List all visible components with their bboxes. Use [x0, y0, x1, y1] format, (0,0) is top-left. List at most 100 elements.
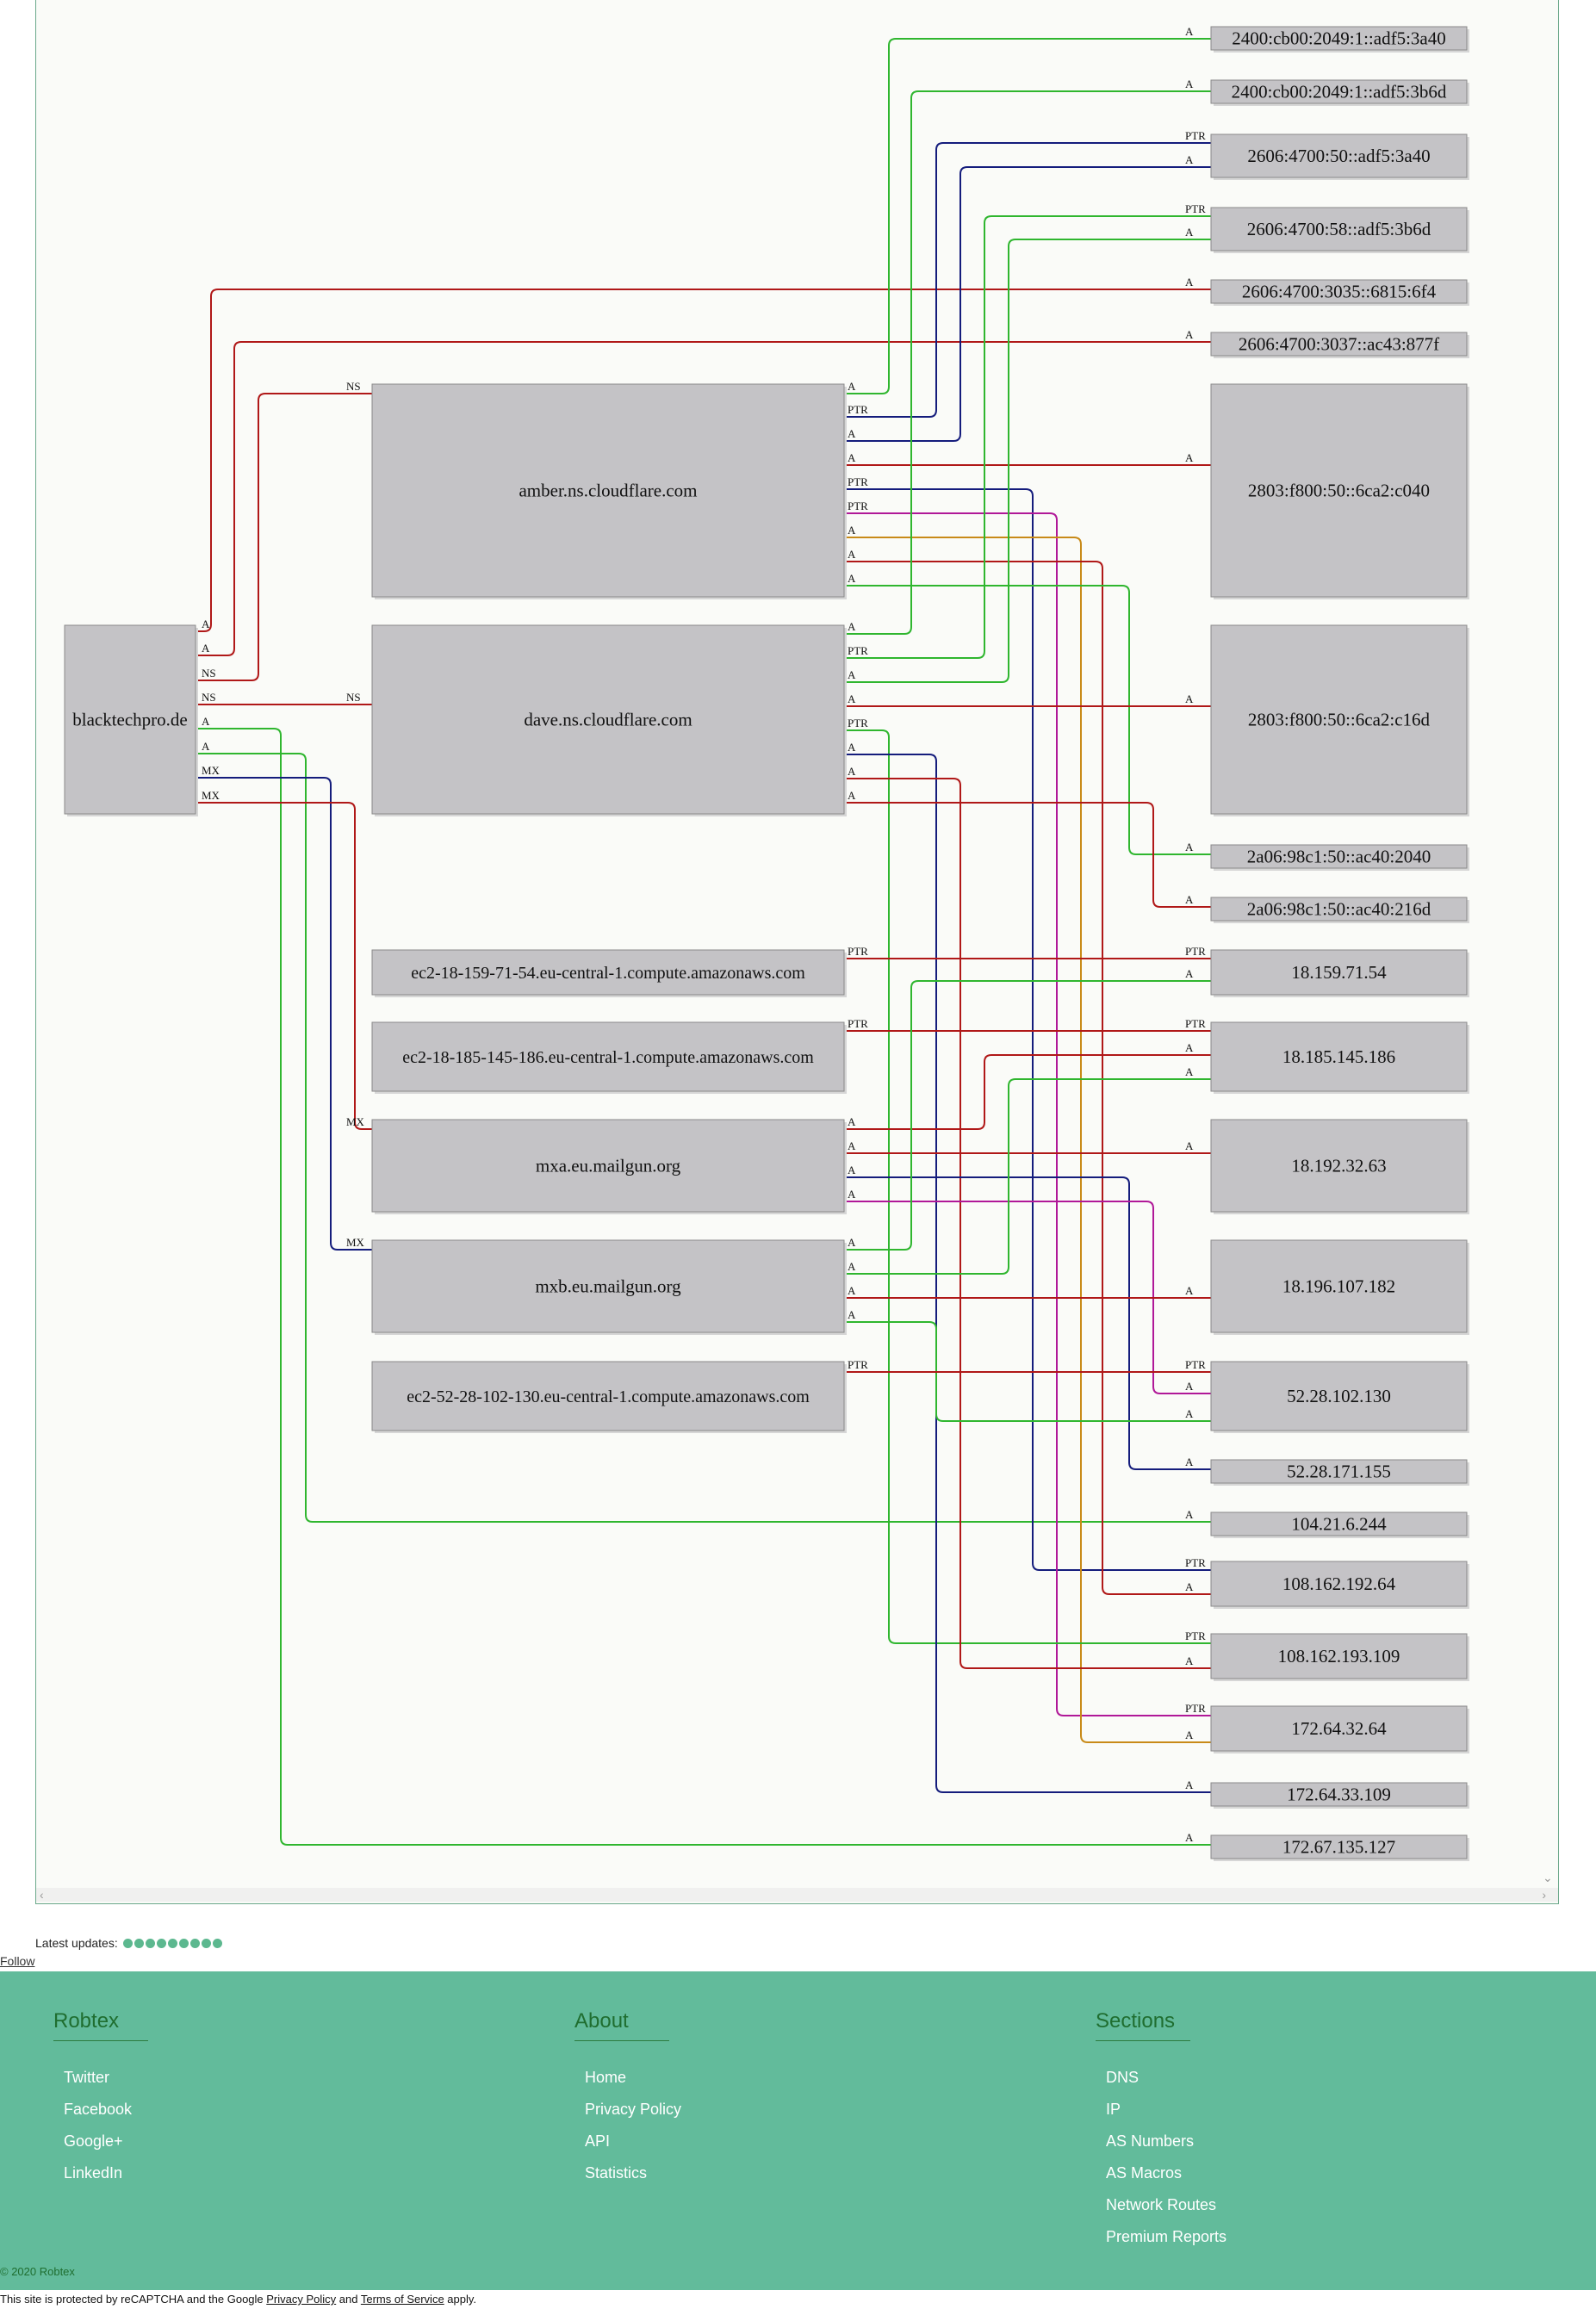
node-ip17[interactable]: 104.21.6.244: [1210, 1511, 1469, 1538]
footer: Robtex Twitter Facebook Google+ LinkedIn…: [0, 1971, 1596, 2290]
footer-col-about: About Home Privacy Policy API Statistics: [574, 2009, 681, 2189]
update-dot[interactable]: [189, 1938, 200, 1948]
recaptcha-notice: This site is protected by reCAPTCHA and …: [0, 2293, 476, 2306]
edge-type-label: A: [848, 741, 856, 754]
node-label: ec2-52-28-102-130.eu-central-1.compute.a…: [407, 1387, 810, 1406]
edge-type-label: A: [848, 1284, 856, 1297]
footer-link-as-macros[interactable]: AS Macros: [1106, 2164, 1183, 2182]
edge-type-label: A: [1185, 1065, 1194, 1078]
footer-link-premium-reports[interactable]: Premium Reports: [1106, 2228, 1227, 2245]
update-dot[interactable]: [122, 1938, 133, 1948]
node-ip16[interactable]: 52.28.171.155: [1210, 1459, 1469, 1486]
node-ip3[interactable]: 2606:4700:50::adf5:3a40: [1210, 133, 1469, 180]
footer-link-twitter[interactable]: Twitter: [64, 2069, 110, 2086]
footer-link-privacy[interactable]: Privacy Policy: [585, 2101, 682, 2118]
node-blacktechpro[interactable]: blacktechpro.de: [64, 624, 198, 816]
edge-type-label: A: [848, 1308, 856, 1321]
recaptcha-suffix: apply.: [444, 2293, 477, 2306]
latest-updates: Latest updates:: [35, 1936, 222, 1950]
edge-type-label: A: [848, 1164, 856, 1176]
update-dot[interactable]: [134, 1938, 144, 1948]
node-ip12[interactable]: 18.185.145.186: [1210, 1021, 1469, 1094]
footer-link-statistics[interactable]: Statistics: [585, 2164, 648, 2182]
scroll-right-icon[interactable]: ›: [1542, 1888, 1546, 1902]
footer-link-googleplus[interactable]: Google+: [64, 2132, 123, 2150]
edge-type-label: A: [1185, 1831, 1194, 1844]
edge-dave-ip19-a: [844, 778, 1211, 1669]
edge-type-label: MX: [346, 1115, 365, 1128]
node-ip8[interactable]: 2803:f800:50::6ca2:c16d: [1210, 624, 1469, 816]
node-amber[interactable]: amber.ns.cloudflare.com: [371, 383, 847, 599]
footer-link-ip[interactable]: IP: [1106, 2101, 1121, 2118]
footer-title: About: [574, 2009, 669, 2041]
terms-link[interactable]: Terms of Service: [360, 2293, 444, 2306]
node-ip4[interactable]: 2606:4700:58::adf5:3b6d: [1210, 207, 1469, 253]
update-dot[interactable]: [167, 1938, 177, 1948]
update-dot[interactable]: [178, 1938, 189, 1948]
footer-link-as-numbers[interactable]: AS Numbers: [1106, 2132, 1195, 2150]
node-ip5[interactable]: 2606:4700:3035::6815:6f4: [1210, 279, 1469, 306]
footer-link-linkedin[interactable]: LinkedIn: [64, 2164, 123, 2182]
edge-type-label: A: [1185, 1729, 1194, 1741]
node-ip18[interactable]: 108.162.192.64: [1210, 1561, 1469, 1609]
horizontal-scrollbar[interactable]: ‹ ›: [36, 1888, 1558, 1902]
footer-link-dns[interactable]: DNS: [1106, 2069, 1140, 2086]
edge-type-label: A: [1185, 1284, 1194, 1297]
node-mxb[interactable]: mxb.eu.mailgun.org: [371, 1239, 847, 1335]
follow-link[interactable]: Follow: [0, 1954, 35, 1968]
edge-type-label: PTR: [848, 500, 868, 512]
footer-link-home[interactable]: Home: [585, 2069, 627, 2086]
node-ip11[interactable]: 18.159.71.54: [1210, 949, 1469, 997]
footer-link-network-routes[interactable]: Network Routes: [1106, 2196, 1217, 2213]
node-ip22[interactable]: 172.67.135.127: [1210, 1834, 1469, 1861]
node-ip20[interactable]: 172.64.32.64: [1210, 1705, 1469, 1753]
node-label: mxa.eu.mailgun.org: [536, 1156, 681, 1176]
node-ip6[interactable]: 2606:4700:3037::ac43:877f: [1210, 332, 1469, 358]
node-label: 18.185.145.186: [1282, 1046, 1395, 1067]
node-ec2a[interactable]: ec2-18-159-71-54.eu-central-1.compute.am…: [371, 949, 847, 997]
node-ip7[interactable]: 2803:f800:50::6ca2:c040: [1210, 383, 1469, 599]
update-dots[interactable]: [122, 1938, 222, 1948]
node-ip13[interactable]: 18.192.32.63: [1210, 1119, 1469, 1214]
node-ip1[interactable]: 2400:cb00:2049:1::adf5:3a40: [1210, 26, 1469, 53]
node-label: amber.ns.cloudflare.com: [519, 481, 697, 501]
node-label: 2400:cb00:2049:1::adf5:3a40: [1232, 28, 1445, 49]
edge-type-label: A: [848, 1236, 856, 1249]
update-dot[interactable]: [212, 1938, 222, 1948]
node-dave[interactable]: dave.ns.cloudflare.com: [371, 624, 847, 816]
node-ip21[interactable]: 172.64.33.109: [1210, 1782, 1469, 1809]
edge-type-label: A: [848, 572, 856, 585]
node-label: mxb.eu.mailgun.org: [535, 1276, 681, 1297]
footer-col-robtex: Robtex Twitter Facebook Google+ LinkedIn: [53, 2009, 148, 2189]
node-mxa[interactable]: mxa.eu.mailgun.org: [371, 1119, 847, 1214]
node-label: dave.ns.cloudflare.com: [524, 710, 692, 730]
footer-link-facebook[interactable]: Facebook: [64, 2101, 133, 2118]
edge-type-label: PTR: [848, 403, 868, 416]
node-ip10[interactable]: 2a06:98c1:50::ac40:216d: [1210, 897, 1469, 923]
update-dot[interactable]: [145, 1938, 155, 1948]
node-ip2[interactable]: 2400:cb00:2049:1::adf5:3b6d: [1210, 79, 1469, 106]
edge-type-label: A: [1185, 1778, 1194, 1791]
edge-type-label: A: [1185, 967, 1194, 980]
scroll-left-icon[interactable]: ‹: [40, 1888, 44, 1902]
update-dot[interactable]: [201, 1938, 211, 1948]
node-ip19[interactable]: 108.162.193.109: [1210, 1633, 1469, 1681]
edge-type-label: A: [202, 618, 210, 630]
node-ip14[interactable]: 18.196.107.182: [1210, 1239, 1469, 1335]
node-ip9[interactable]: 2a06:98c1:50::ac40:2040: [1210, 844, 1469, 871]
node-label: 172.67.135.127: [1282, 1837, 1395, 1858]
footer-link-api[interactable]: API: [585, 2132, 611, 2150]
update-dot[interactable]: [156, 1938, 166, 1948]
node-ec2b[interactable]: ec2-18-185-145-186.eu-central-1.compute.…: [371, 1021, 847, 1094]
edge-type-label: MX: [202, 764, 220, 777]
node-label: 108.162.193.109: [1278, 1646, 1400, 1667]
node-ec2c[interactable]: ec2-52-28-102-130.eu-central-1.compute.a…: [371, 1361, 847, 1433]
edge-amber-ip20-ptr: [844, 512, 1211, 1716]
node-ip15[interactable]: 52.28.102.130: [1210, 1361, 1469, 1433]
edge-type-label: PTR: [848, 945, 868, 958]
edge-type-label: A: [848, 451, 856, 464]
scroll-down-icon[interactable]: ⌄: [1543, 1871, 1553, 1884]
privacy-policy-link[interactable]: Privacy Policy: [266, 2293, 337, 2306]
edge-mxa-ip12-a: [844, 1054, 1211, 1130]
